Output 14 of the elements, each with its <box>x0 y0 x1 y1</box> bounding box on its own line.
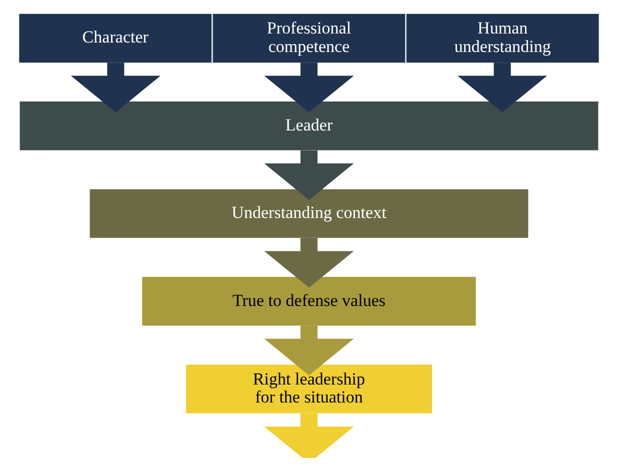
node-box: Right leadership for the situation <box>186 364 432 413</box>
arrow <box>70 62 160 112</box>
node-box: True to defense values <box>142 276 476 326</box>
arrow <box>264 412 354 458</box>
arrow <box>458 62 548 112</box>
node-box: Professional competence <box>212 13 406 62</box>
node-box: Character <box>19 13 212 62</box>
node-box: Leader <box>20 101 598 150</box>
arrow <box>264 325 354 375</box>
arrow <box>264 238 354 288</box>
arrow <box>264 62 354 112</box>
arrow <box>264 150 354 200</box>
node-box: Understanding context <box>90 188 528 238</box>
node-box: Human understanding <box>406 13 599 62</box>
